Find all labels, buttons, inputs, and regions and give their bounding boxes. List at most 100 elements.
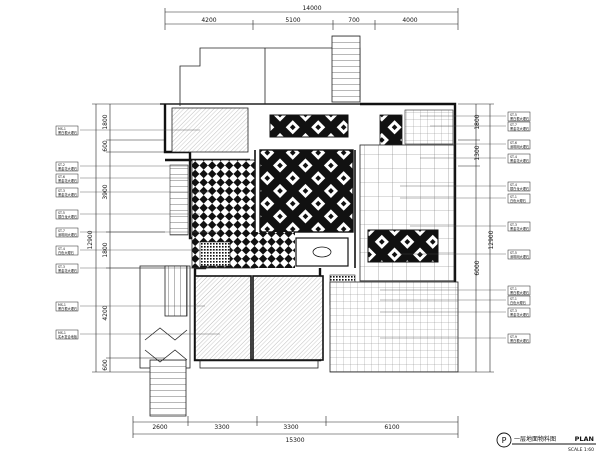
checker-band-lower	[235, 232, 295, 268]
right-tag-note: 黑白根大理石	[510, 116, 529, 121]
right-tag-10: ST-1 白色大理石	[507, 295, 531, 306]
right-tag-3: ST-6 深啡网大理石	[507, 139, 531, 150]
right-tag-5: ST-4 银白龙大理石	[507, 181, 531, 192]
basin-icon	[312, 246, 332, 258]
right-tag-note: 黑金花大理石	[510, 126, 529, 131]
left-tag-3: ST-6 黑金花大理石	[55, 173, 79, 184]
plan-scale: SCALE 1:60	[568, 447, 594, 453]
left-dimension-1: 1800	[102, 114, 109, 129]
top-dimension-2: 5100	[285, 17, 300, 24]
left-tag-code: ST-5	[58, 211, 65, 215]
lattice-rug-right	[367, 229, 439, 263]
left-tag-code: ST-4	[58, 247, 65, 251]
right-tag-note: 黑金花大理石	[510, 158, 529, 163]
left-tag-code: ST-3	[58, 265, 65, 269]
lattice-strip-top	[269, 114, 349, 138]
right-tag-4: ST-4 黑金花大理石	[507, 153, 531, 164]
left-total-dimension: 12900	[87, 230, 94, 249]
plan-symbol-letter: P	[502, 436, 507, 445]
left-tag-code: MS-1	[58, 303, 66, 307]
right-tag-8: ST-5 深啡网大理石	[507, 249, 531, 260]
right-tag-code: ST-3	[510, 309, 517, 313]
right-tag-code: ST-9	[510, 335, 517, 339]
left-tag-note: 黑金花大理石	[58, 166, 77, 171]
left-dimension-2: 600	[102, 140, 109, 152]
left-tag-note: 白色大理石	[58, 250, 74, 255]
right-tag-note: 银白龙大理石	[510, 186, 529, 191]
right-tag-note: 黑白根大理石	[510, 290, 529, 295]
bottom-dimension-1: 2600	[152, 424, 167, 431]
right-total-dimension: 12900	[488, 230, 495, 249]
left-tag-10: MS-1 实木复合地板	[55, 329, 79, 340]
right-tag-note: 黑金花大理石	[510, 226, 529, 231]
left-tag-note: 黑金花大理石	[58, 178, 77, 183]
right-tag-code: ST-4	[510, 155, 517, 159]
bottom-dimension-chain	[132, 416, 459, 438]
left-tag-note: 黑白根大理石	[58, 306, 77, 311]
right-tag-12: ST-9 黑白根大理石	[507, 333, 531, 344]
right-tag-code: ST-3	[510, 223, 517, 227]
right-tag-code: ST-5	[510, 251, 517, 255]
bottom-dimension-3: 3300	[283, 424, 298, 431]
plan-title-cn: 一层地面物料图	[514, 435, 556, 443]
left-tag-code: ST-6	[58, 175, 65, 179]
left-tag-note: 实木复合地板	[58, 334, 78, 339]
top-dimension-1: 4200	[201, 17, 216, 24]
right-tag-11: ST-3 黑金花大理石	[507, 307, 531, 318]
bottom-total-dimension: 15300	[285, 437, 304, 444]
top-dimension-chain	[164, 8, 459, 30]
wood-floor-bottom-left	[194, 275, 252, 361]
left-tag-code: MS-1	[58, 331, 66, 335]
right-dimension-3: 6000	[474, 260, 481, 275]
grid-small-top-right	[404, 109, 454, 145]
left-tag-1: MS-1 黑白根大理石	[55, 125, 79, 136]
left-tag-9: MS-1 黑白根大理石	[55, 301, 79, 312]
right-leaders	[380, 115, 506, 339]
title-block: P 一层地面物料图 PLAN SCALE 1:60	[496, 432, 596, 453]
top-total-dimension: 14000	[302, 5, 321, 12]
right-tag-note: 深啡网大理石	[510, 144, 529, 149]
right-tag-code: ST-6	[510, 141, 517, 145]
right-dimension-chain	[458, 103, 494, 373]
right-tag-note: 黑金花大理石	[510, 312, 529, 317]
left-tag-note: 黑白根大理石	[58, 130, 77, 135]
left-tag-6: ST-7 深啡网大理石	[55, 227, 79, 238]
left-tag-code: ST-7	[58, 229, 65, 233]
bottom-dimension-4: 6100	[384, 424, 399, 431]
wood-floor-bottom-center	[252, 275, 324, 361]
stair-landing-left	[169, 164, 189, 236]
left-tag-8: ST-3 黑金花大理石	[55, 263, 79, 274]
right-tag-2: ST-7 黑金花大理石	[507, 121, 531, 132]
bottom-dimension-2: 3300	[214, 424, 229, 431]
dense-tile-small	[199, 241, 231, 267]
upper-outline	[160, 35, 361, 106]
right-tag-7: ST-3 黑金花大理石	[507, 221, 531, 232]
right-tag-note: 深啡网大理石	[510, 254, 529, 259]
right-tag-note: 白色大理石	[510, 198, 526, 203]
left-tag-7: ST-4 白色大理石	[55, 245, 79, 256]
entry-stair-left	[139, 265, 319, 417]
right-tag-code: ST-5	[510, 113, 517, 117]
plan-title-en: PLAN	[575, 435, 594, 443]
right-tag-code: ST-1	[510, 297, 517, 301]
right-tag-note: 白色大理石	[510, 300, 526, 305]
right-tag-code: ST-1	[510, 195, 517, 199]
top-dimension-4: 4000	[402, 17, 417, 24]
left-tag-2: ST-2 黑金花大理石	[55, 161, 79, 172]
fixture-center	[295, 237, 349, 267]
right-tag-code: ST-1	[510, 287, 517, 291]
left-tag-note: 银白龙大理石	[58, 214, 77, 219]
left-tag-5: ST-5 银白龙大理石	[55, 209, 79, 220]
right-tag-6: ST-1 白色大理石	[507, 193, 531, 204]
lattice-center-hall	[259, 149, 354, 233]
left-tag-code: ST-2	[58, 163, 65, 167]
left-dimension-5: 4200	[102, 305, 109, 320]
left-tag-note: 深啡网大理石	[58, 232, 77, 237]
left-tag-4: ST-3 黑金花大理石	[55, 187, 79, 198]
left-dimension-6: 600	[102, 359, 109, 371]
right-dimension-2: 1300	[474, 145, 481, 160]
grid-terrace	[329, 281, 459, 373]
right-dimension-1: 1800	[474, 114, 481, 129]
top-dimension-3: 700	[348, 17, 360, 24]
